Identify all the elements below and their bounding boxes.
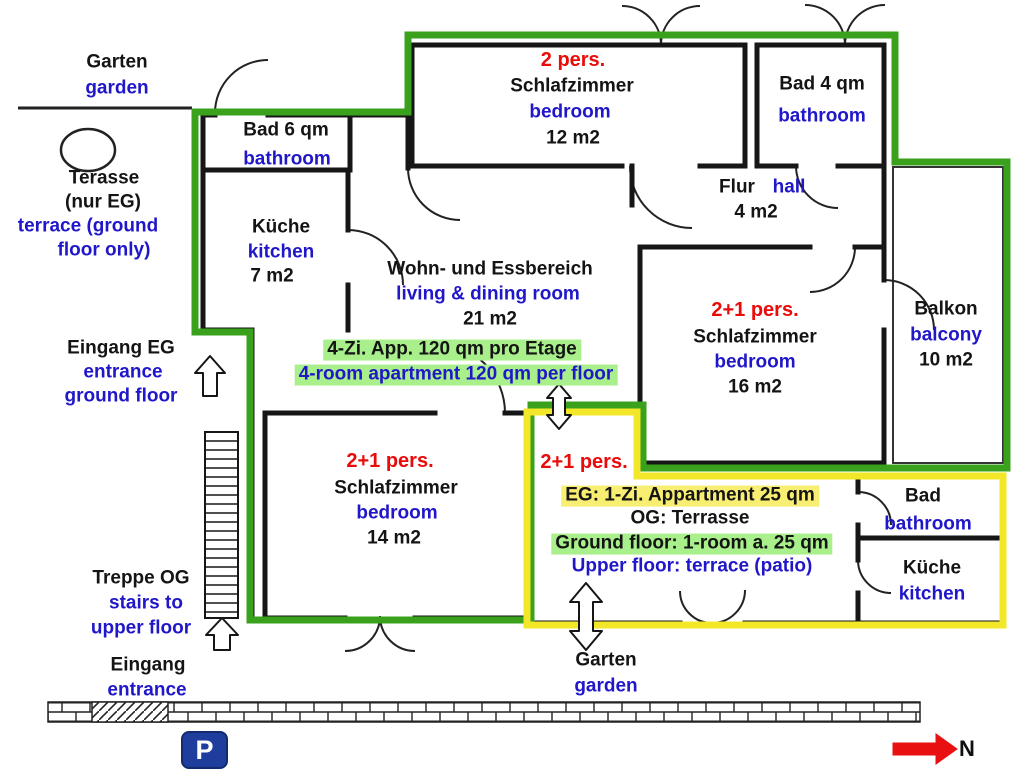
kitchen-upper-label-en: kitchen: [247, 241, 315, 263]
kitchen-upper-area: 7 m2: [250, 265, 294, 287]
stairs-symbol: [204, 431, 239, 619]
north-arrow: [892, 733, 958, 765]
bath-upper-right-label-de: Bad 4 qm: [779, 73, 865, 95]
parking-sign-letter: P: [195, 734, 214, 765]
gate-hatch: [91, 701, 169, 723]
terrace-label-3: terrace (ground: [17, 215, 159, 237]
terrace-label-2: (nur EG): [65, 191, 141, 213]
studio-banner-line2: OG: Terrasse: [630, 507, 750, 529]
main-apartment-outline: [191, 31, 1011, 624]
hall-label-en: hall: [772, 176, 806, 198]
studio-banner-line1: EG: 1-Zi. Appartment 25 qm: [561, 485, 819, 507]
garden-bottom-label-de: Garten: [575, 649, 637, 671]
balcony-outline: [892, 166, 1004, 464]
bedroom-top-label-de: Schlafzimmer: [510, 75, 634, 97]
bedroom-top-label-en: bedroom: [529, 101, 611, 123]
bath-lower-label-de: Bad: [905, 485, 941, 507]
kitchen-upper-label-de: Küche: [251, 216, 311, 238]
north-label: N: [959, 735, 975, 761]
studio-apartment-outline: [523, 408, 1007, 629]
stairs-entrance-arrow: [205, 617, 239, 651]
garden-arrow: [569, 582, 603, 651]
studio-banner-line4: Upper floor: terrace (patio): [571, 555, 813, 577]
kitchen-lower-label-de: Küche: [902, 557, 962, 579]
main-apartment-banner-en: 4-room apartment 120 qm per floor: [294, 364, 618, 386]
balcony-area: 10 m2: [919, 349, 973, 371]
entrance-arrows: [194, 355, 603, 651]
living-area: 21 m2: [463, 308, 517, 330]
entrance-eg-label-2: entrance: [83, 361, 163, 383]
entrance-label-de: Eingang: [110, 654, 186, 676]
hall-area: 4 m2: [734, 201, 778, 223]
studio-banner-line3: Ground floor: 1-room a. 25 qm: [551, 533, 833, 555]
studio-occupancy: 2+1 pers.: [540, 451, 628, 473]
living-label-en: living & dining room: [396, 283, 580, 305]
garden-top-label-de: Garten: [86, 51, 148, 73]
stairs-label-3: upper floor: [90, 617, 192, 639]
stairs-steps: [205, 440, 238, 613]
bath-upper-right-label-en: bathroom: [778, 105, 866, 127]
bath-lower-label-en: bathroom: [884, 513, 972, 535]
stairs-label-1: Treppe OG: [92, 567, 190, 589]
bedroom-top-area: 12 m2: [546, 127, 600, 149]
garden-bottom-label-en: garden: [574, 675, 638, 697]
parking-sign: P: [181, 731, 228, 769]
bath-upper-left-label-de: Bad 6 qm: [243, 119, 329, 141]
bedroom-lower-occupancy: 2+1 pers.: [346, 450, 434, 472]
kitchen-lower-label-en: kitchen: [898, 583, 966, 605]
bedroom-right-label-en: bedroom: [714, 351, 796, 373]
entrance-eg-label-3: ground floor: [64, 385, 178, 407]
terrace-label-4: floor only): [57, 239, 151, 261]
bedroom-right-area: 16 m2: [728, 376, 782, 398]
entrance-eg-label-1: Eingang EG: [67, 337, 175, 359]
balcony-label-en: balcony: [910, 324, 982, 346]
stairs-label-2: stairs to: [109, 592, 183, 614]
corridor-arrow: [546, 383, 572, 430]
balcony-label-de: Balkon: [914, 298, 978, 320]
hall-label-de: Flur: [719, 176, 755, 198]
terrace-label-1: Terasse: [68, 167, 140, 189]
entrance-label-en: entrance: [107, 679, 187, 701]
bedroom-lower-label-en: bedroom: [356, 502, 438, 524]
entrance-eg-arrow: [194, 355, 226, 397]
bath-upper-left-label-en: bathroom: [243, 148, 331, 170]
bedroom-lower-label-de: Schlafzimmer: [334, 477, 458, 499]
bedroom-top-occupancy: 2 pers.: [540, 49, 606, 71]
terrace-ellipse: [59, 127, 117, 173]
bedroom-right-label-de: Schlafzimmer: [693, 326, 817, 348]
street-wall: [48, 702, 920, 722]
bedroom-lower-area: 14 m2: [367, 527, 421, 549]
living-label-de: Wohn- und Essbereich: [387, 258, 593, 280]
bedroom-right-occupancy: 2+1 pers.: [711, 299, 799, 321]
garden-top-label-en: garden: [85, 77, 149, 99]
main-apartment-banner-de: 4-Zi. App. 120 qm pro Etage: [323, 339, 581, 361]
